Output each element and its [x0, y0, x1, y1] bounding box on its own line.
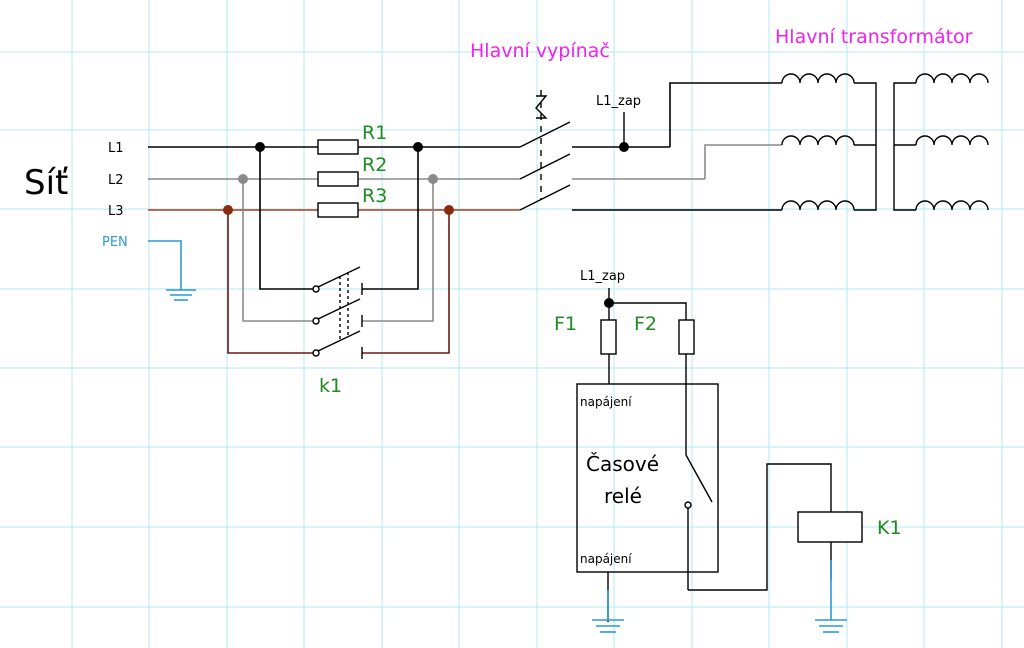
phase-label-l3: L3 — [108, 204, 124, 219]
phase-label-l2: L2 — [108, 173, 124, 188]
transformer-title: Hlavní transformátor — [775, 26, 973, 48]
contactor-label-k1: k1 — [319, 375, 342, 397]
main-transformer — [781, 73, 989, 211]
time-relay — [576, 383, 719, 573]
fuse-f2 — [678, 319, 695, 355]
relay-title-line2: relé — [604, 484, 642, 508]
resistor-label-r2: R2 — [362, 154, 387, 176]
switch-tap-label: L1_zap — [596, 94, 641, 109]
network-title: Síť — [24, 163, 68, 203]
resistor-r1 — [317, 139, 359, 155]
phase-line-l1 — [148, 82, 782, 148]
phase-line-l2 — [148, 144, 782, 180]
resistor-r3 — [317, 202, 359, 218]
relay-terminal-top: napájení — [580, 395, 632, 409]
relay-title-line1: Časové — [586, 452, 659, 476]
contactor-k1 — [312, 266, 363, 359]
coil-label-k1: K1 — [877, 517, 902, 539]
k1-wiring — [227, 147, 450, 354]
fuse-label-f2: F2 — [634, 313, 657, 335]
resistor-r2 — [317, 171, 359, 187]
resistor-label-r1: R1 — [362, 122, 387, 144]
phase-label-l1: L1 — [108, 141, 124, 156]
pen-label: PEN — [102, 235, 128, 250]
main-switch — [519, 90, 625, 211]
relay-terminal-bottom: napájení — [580, 552, 632, 566]
ground-relay — [592, 590, 624, 633]
main-switch-title: Hlavní vypínač — [470, 40, 610, 62]
fuse-f1 — [600, 319, 617, 355]
pen-conductor — [148, 240, 196, 301]
coil-k1 — [797, 511, 863, 543]
control-supply-label: L1_zap — [580, 269, 625, 284]
ground-coil — [815, 560, 847, 633]
fuse-label-f1: F1 — [554, 313, 577, 335]
resistor-label-r3: R3 — [362, 185, 387, 207]
junction-dots — [223, 142, 629, 308]
